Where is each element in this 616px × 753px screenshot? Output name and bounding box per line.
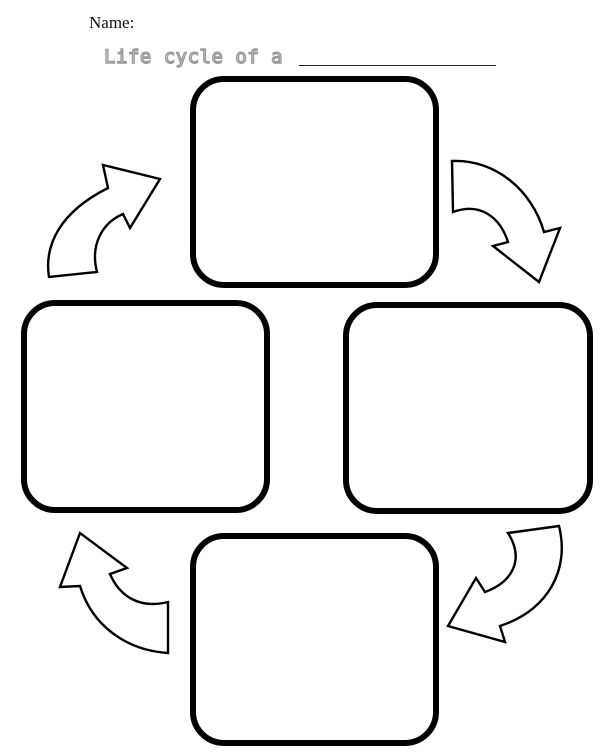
stage-box-right[interactable]: [343, 302, 593, 514]
stage-box-top[interactable]: [190, 76, 439, 288]
curved-arrow-up-right-icon: [30, 150, 180, 290]
stage-box-left[interactable]: [21, 300, 270, 513]
title-blank-line[interactable]: [299, 65, 496, 66]
name-label: Name:: [89, 13, 135, 32]
title-text: Life cycle of a: [103, 45, 284, 68]
stage-box-bottom[interactable]: [190, 533, 439, 746]
curved-arrow-up-left-icon: [50, 525, 180, 655]
curved-arrow-down-right-icon: [440, 150, 580, 290]
curved-arrow-down-left-icon: [440, 520, 580, 650]
worksheet-title: Life cycle of a: [103, 44, 284, 68]
